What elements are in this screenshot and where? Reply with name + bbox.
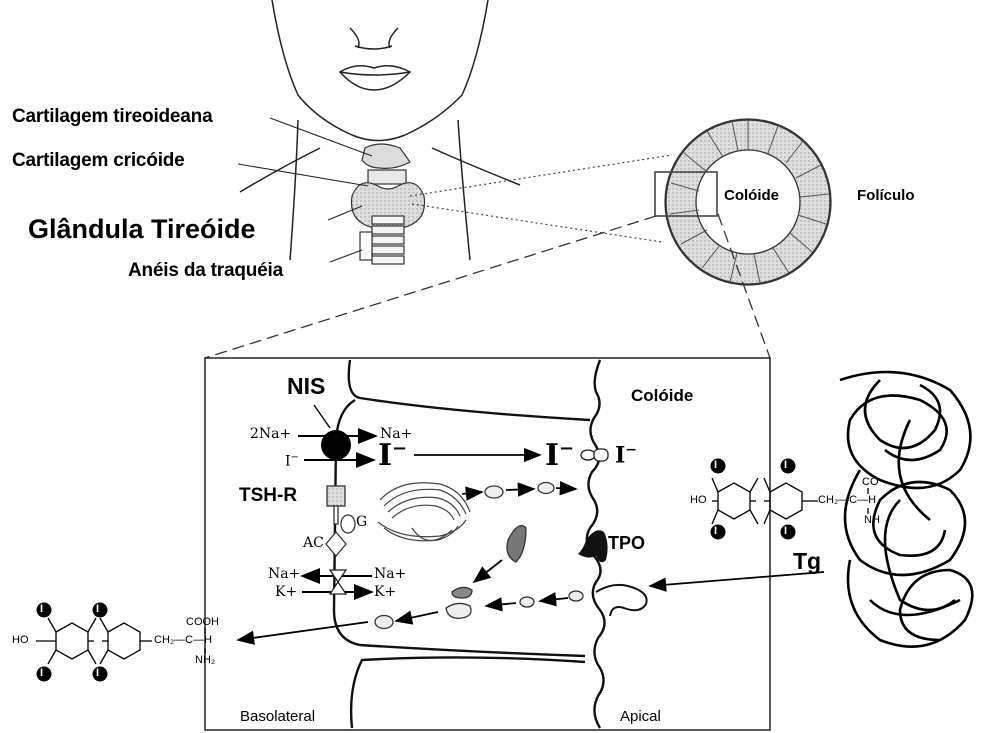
dotted-connectors [410, 155, 672, 242]
label-k-right: K+ [374, 584, 396, 600]
tsh-receptor-complex [326, 486, 355, 556]
label-iodide-big: I− [378, 438, 407, 473]
t4-label-ho: HO [12, 634, 29, 646]
golgi-apparatus [378, 483, 470, 541]
endocytosis-pit [596, 585, 647, 616]
label-cricoid-cartilage: Cartilagem cricóide [12, 150, 185, 172]
label-ac: AC [303, 535, 324, 551]
label-na-right: Na+ [374, 566, 406, 582]
leader-lines [238, 118, 372, 262]
tg-t4-iodine-4: I [784, 525, 787, 537]
tg-t4-iodine-2: I [784, 459, 787, 471]
tg-t4-label-co: CO [862, 476, 879, 488]
t4-iodine-1: I [40, 603, 43, 615]
label-na-left: Na+ [268, 566, 300, 582]
label-thyroid-cartilage: Cartilagem tireoideana [12, 106, 212, 128]
transport-arrows [238, 455, 824, 640]
label-2na-in: 2Na+ [250, 426, 291, 442]
label-follicle: Folículo [857, 187, 915, 204]
tg-t4-iodine-3: I [714, 525, 717, 537]
label-cell-colloid: Colóide [631, 386, 693, 406]
label-tsh-r: TSH-R [239, 485, 297, 507]
tg-t4-iodine-1: I [714, 459, 717, 471]
label-g-protein: G [356, 514, 367, 530]
cell-membranes [334, 360, 605, 728]
label-thyroid-gland: Glândula Tireóide [28, 214, 256, 245]
thyroglobulin-coil [840, 372, 972, 647]
nis-symporter [298, 405, 376, 460]
t4-label-cooh: COOH [186, 616, 219, 628]
label-tg: Tg [793, 548, 821, 575]
label-apical: Apical [620, 708, 661, 725]
t4-label-nh2: NH₂ [195, 654, 215, 666]
label-basolateral: Basolateral [240, 708, 315, 725]
t4-iodine-2: I [96, 603, 99, 615]
tg-t4-label-ho: HO [690, 494, 707, 506]
label-iodide-apical: I− [545, 438, 574, 473]
tg-t4-label-nh: NH [864, 514, 880, 526]
t4-iodine-4: I [96, 667, 99, 679]
t4-iodine-atoms-right [711, 459, 796, 540]
t4-iodine-3: I [40, 667, 43, 679]
tpo-enzyme [578, 530, 608, 562]
na-k-atpase [302, 570, 372, 594]
label-nis: NIS [287, 373, 325, 400]
label-follicle-colloid: Colóide [724, 187, 779, 204]
apical-iodide-channel [581, 449, 608, 461]
label-k-left: K+ [275, 584, 297, 600]
label-iodide-small: I− [285, 452, 299, 470]
label-iodide-colloid: I− [615, 442, 637, 468]
label-tracheal-rings: Anéis da traquéia [128, 260, 283, 282]
vesicles [375, 483, 583, 629]
tg-t4-label-chain: CH₂—C—H [818, 494, 876, 506]
t4-label-chain: CH₂—C—H [154, 634, 212, 646]
label-tpo: TPO [608, 533, 645, 554]
